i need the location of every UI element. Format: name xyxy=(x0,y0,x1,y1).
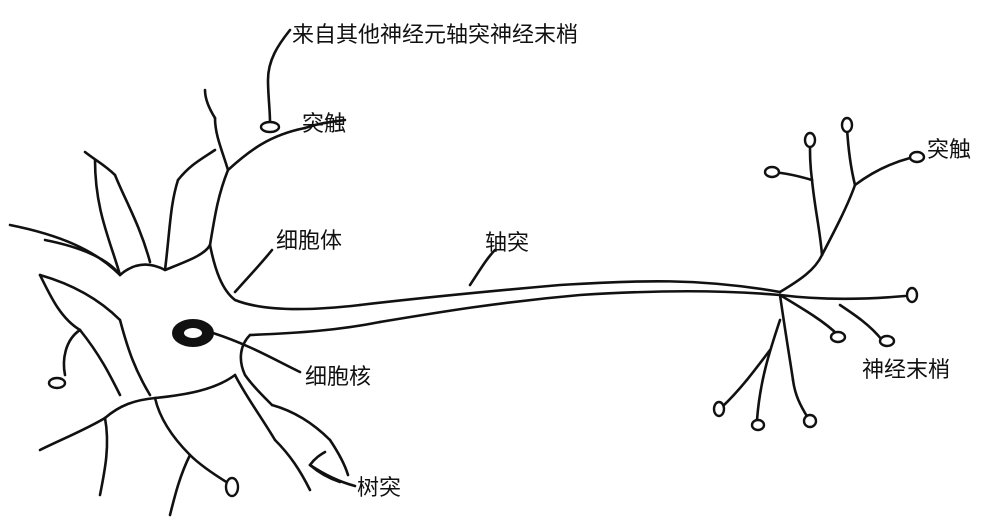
axon xyxy=(358,279,782,324)
nucleus xyxy=(172,319,214,347)
dendrites xyxy=(38,88,350,517)
incoming-synapse xyxy=(47,28,292,498)
label-cell-body: 细胞体 xyxy=(276,229,343,254)
axon-terminals xyxy=(712,116,926,432)
label-dendrite: 树突 xyxy=(357,476,402,501)
label-incoming-terminals: 来自其他神经元轴突神经末梢 xyxy=(292,23,579,48)
label-nerve-terminal: 神经末梢 xyxy=(862,358,951,383)
leader-lines xyxy=(211,118,497,488)
label-axon: 轴突 xyxy=(485,231,530,256)
label-synapse-left: 突触 xyxy=(302,112,347,137)
label-nucleus: 细胞核 xyxy=(305,365,372,390)
label-synapse-right: 突触 xyxy=(927,138,972,163)
